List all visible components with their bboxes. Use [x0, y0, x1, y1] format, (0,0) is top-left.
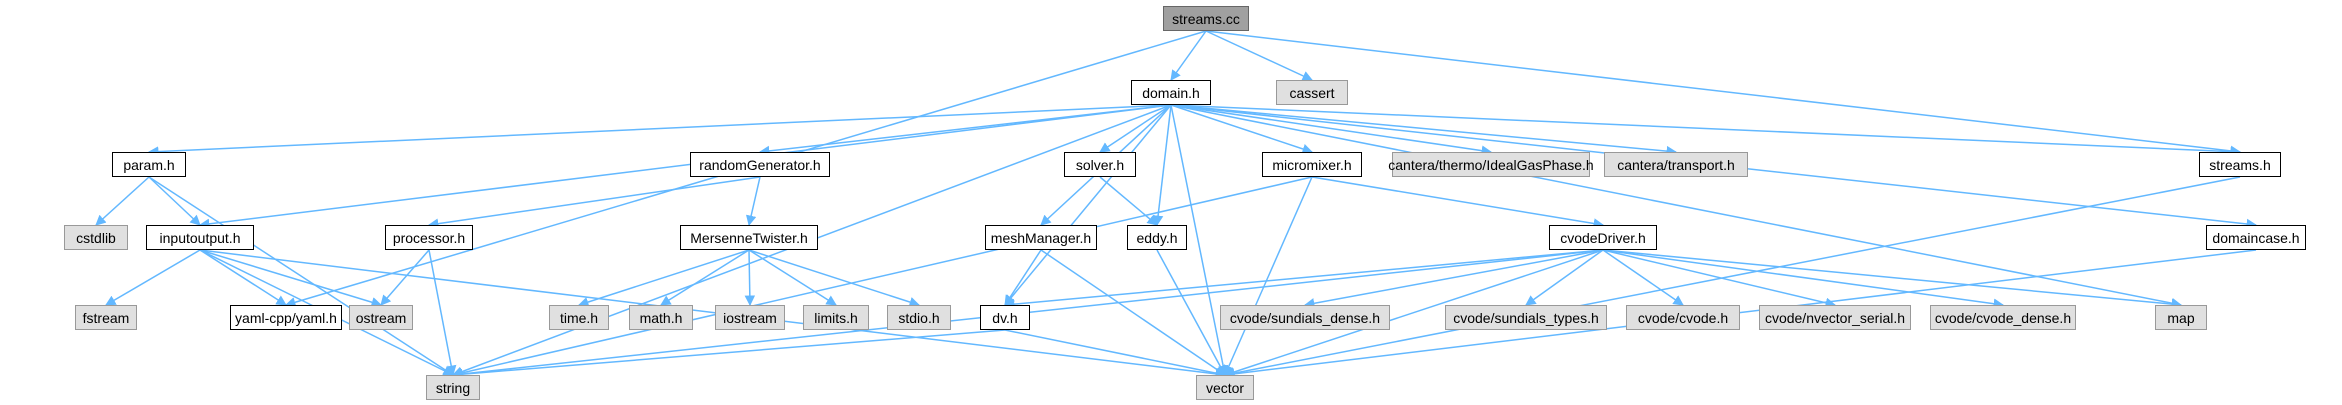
node-MersenneTwister-h[interactable]: MersenneTwister.h [680, 225, 818, 250]
node-micromixer-h[interactable]: micromixer.h [1262, 152, 1362, 177]
node-solver-h[interactable]: solver.h [1064, 152, 1136, 177]
node-time-h: time.h [549, 305, 609, 330]
node-domain-h[interactable]: domain.h [1131, 80, 1211, 105]
edge-micromixer_h-to-cvodeDriver_h [1311, 176, 1605, 229]
edge-domain_h-to-eddy_h [1152, 104, 1172, 227]
edge-MersenneTwister_h-to-iostream [744, 249, 756, 307]
node-streams-h[interactable]: streams.h [2199, 152, 2281, 177]
edge-domain_h-to-streams_h [1170, 104, 2242, 157]
edge-streams_cc-to-domain_h [1170, 30, 1207, 81]
edge-domain_h-to-cantera_thermo [1170, 104, 1493, 156]
edge-domaincase_h-to-vector [1223, 249, 2257, 380]
node-cvodeDriver-h[interactable]: cvodeDriver.h [1549, 225, 1657, 250]
edge-domain_h-to-param_h [147, 104, 1172, 157]
node-cvode-cvode-dense-h: cvode/cvode_dense.h [1930, 305, 2076, 330]
node-cstdlib: cstdlib [64, 225, 128, 250]
edge-inputoutput_h-to-fstream [105, 249, 201, 306]
edge-dv_h-to-vector [1004, 329, 1227, 379]
edge-streams_cc-to-streams_h [1205, 30, 2242, 157]
edge-processor_h-to-ostream [380, 249, 430, 306]
edge-MersenneTwister_h-to-math_h [660, 249, 750, 306]
edge-eddy_h-to-vector [1156, 249, 1226, 376]
edge-param_h-to-string [148, 176, 454, 376]
edge-domain_h-to-vector [1170, 104, 1229, 377]
node-math-h: math.h [629, 305, 693, 330]
node-cvode-sundials-types-h: cvode/sundials_types.h [1445, 305, 1607, 330]
node-string: string [426, 375, 480, 400]
edge-streams_cc-to-cassert [1205, 30, 1313, 81]
edge-domain_h-to-solver_h [1099, 104, 1172, 153]
node-randomGenerator-h[interactable]: randomGenerator.h [690, 152, 830, 177]
node-cvode-sundials-dense-h: cvode/sundials_dense.h [1220, 305, 1390, 330]
edge-cvodeDriver_h-to-cvode_cvode [1602, 249, 1684, 306]
edge-domain_h-to-randomGenerator_h [758, 104, 1172, 157]
edge-inputoutput_h-to-vector [199, 249, 1227, 380]
edge-cvodeDriver_h-to-map [1602, 249, 2183, 310]
node-cvode-cvode-h: cvode/cvode.h [1626, 305, 1740, 330]
edge-inputoutput_h-to-ostream [199, 249, 383, 308]
edge-micromixer_h-to-string [451, 176, 1313, 378]
edge-dv_h-to-string [451, 329, 1006, 380]
edge-param_h-to-inputoutput_h [148, 176, 201, 226]
node-cantera-transport-h: cantera/transport.h [1604, 152, 1748, 177]
node-limits-h: limits.h [803, 305, 869, 330]
edge-domain_h-to-cantera_transport [1170, 104, 1678, 157]
node-iostream: iostream [715, 305, 785, 330]
edge-cvodeDriver_h-to-cvode_sundials_types [1525, 249, 1604, 306]
node-stdio-h: stdio.h [887, 305, 951, 330]
node-dv-h[interactable]: dv.h [980, 305, 1030, 330]
node-cassert: cassert [1276, 80, 1348, 105]
edge-cvodeDriver_h-to-dv_h [1003, 249, 1604, 310]
node-vector: vector [1196, 375, 1254, 400]
edge-solver_h-to-eddy_h [1099, 176, 1158, 226]
edge-MersenneTwister_h-to-time_h [578, 249, 750, 308]
edge-meshManager_h-to-dv_h [1004, 249, 1042, 306]
edge-processor_h-to-string [428, 249, 457, 377]
node-eddy-h[interactable]: eddy.h [1127, 225, 1187, 250]
edge-streams_h-to-vector [1223, 176, 2241, 379]
edge-domain_h-to-map [1170, 104, 2183, 309]
edge-domain_h-to-dv_h [1004, 104, 1172, 306]
edge-MersenneTwister_h-to-limits_h [748, 249, 837, 306]
edge-micromixer_h-to-vector [1223, 176, 1313, 376]
node-fstream: fstream [75, 305, 137, 330]
node-param-h[interactable]: param.h [112, 152, 186, 177]
node-streams-cc: streams.cc [1163, 6, 1249, 31]
edge-cvodeDriver_h-to-cvode_nvector_serial [1602, 249, 1837, 308]
node-inputoutput-h[interactable]: inputoutput.h [146, 225, 254, 250]
node-processor-h[interactable]: processor.h [385, 225, 473, 250]
node-map: map [2155, 305, 2207, 330]
edge-cvodeDriver_h-to-vector [1224, 249, 1604, 378]
node-cvode-nvector-serial-h: cvode/nvector_serial.h [1759, 305, 1911, 330]
node-domaincase-h[interactable]: domaincase.h [2206, 225, 2306, 250]
edge-param_h-to-cstdlib [95, 176, 150, 226]
node-yaml-cpp-yaml-h[interactable]: yaml-cpp/yaml.h [230, 305, 342, 330]
edge-domain_h-to-inputoutput_h [198, 104, 1172, 230]
node-cantera-thermo-IdealGasPhase-h: cantera/thermo/IdealGasPhase.h [1388, 152, 1594, 177]
edge-cvodeDriver_h-to-cvode_cvode_dense [1602, 249, 2005, 309]
edge-meshManager_h-to-vector [1040, 249, 1226, 376]
node-meshManager-h[interactable]: meshManager.h [985, 225, 1097, 250]
edge-inputoutput_h-to-yaml_h [199, 249, 287, 306]
edge-domain_h-to-micromixer_h [1170, 104, 1313, 154]
edge-randomGenerator_h-to-processor_h [427, 176, 761, 229]
edge-MersenneTwister_h-to-stdio_h [748, 249, 920, 308]
node-ostream: ostream [349, 305, 413, 330]
edge-randomGenerator_h-to-MersenneTwister_h [745, 176, 761, 227]
edge-cvodeDriver_h-to-cvode_sundials_dense [1303, 249, 1604, 309]
